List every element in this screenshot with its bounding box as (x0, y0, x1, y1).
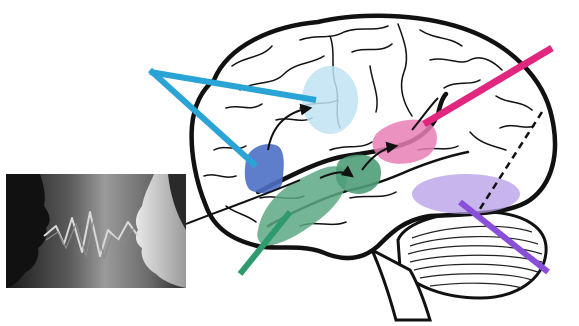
speech-photo (6, 174, 186, 288)
